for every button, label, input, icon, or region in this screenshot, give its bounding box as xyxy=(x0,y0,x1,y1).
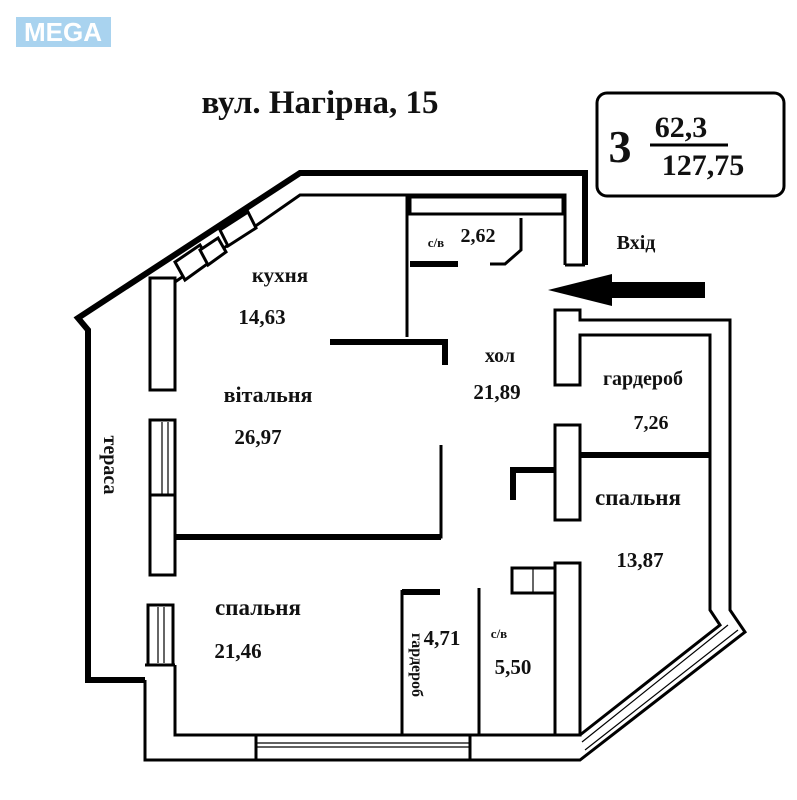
entrance-label: Вхід xyxy=(617,232,656,254)
arrow-left-icon xyxy=(548,274,705,306)
kitchen-name: кухня xyxy=(252,263,308,287)
total-area: 127,75 xyxy=(662,149,745,182)
summary-box: 3 62,3 127,75 xyxy=(595,91,786,198)
bedroom2-area: 21,46 xyxy=(214,639,261,663)
kitchen-area: 14,63 xyxy=(238,305,285,329)
room-count: 3 xyxy=(609,121,632,172)
wardrobe1-name: гардероб xyxy=(603,368,683,390)
wardrobe1-area: 7,26 xyxy=(634,412,669,434)
wc1-name: с/в xyxy=(428,235,444,250)
wc1-area: 2,62 xyxy=(461,225,496,247)
bedroom1-area: 13,87 xyxy=(616,548,663,572)
logo-text: MEGA xyxy=(24,17,102,47)
address-title: вул. Нагірна, 15 xyxy=(201,85,438,121)
mega-logo: MEGA xyxy=(16,17,111,47)
wc2-area: 5,50 xyxy=(495,655,532,679)
walls xyxy=(73,170,748,762)
wc2-name: с/в xyxy=(491,626,507,641)
room-labels: Вхід кухня 14,63 вітальня 26,97 тераса х… xyxy=(99,225,683,697)
bedroom2-name: спальня xyxy=(215,595,301,620)
bedroom1-name: спальня xyxy=(595,485,681,510)
living-name: вітальня xyxy=(224,382,313,407)
terrace-name: тераса xyxy=(99,436,121,495)
logo-background xyxy=(16,17,111,47)
hall-name: хол xyxy=(485,345,515,367)
summary-frame xyxy=(595,91,786,198)
wardrobe2-area: 4,71 xyxy=(424,626,461,650)
wardrobe2-name: гардероб xyxy=(408,633,425,697)
living-area: 62,3 xyxy=(655,111,708,144)
living-area: 26,97 xyxy=(234,425,281,449)
hall-area: 21,89 xyxy=(473,380,520,404)
